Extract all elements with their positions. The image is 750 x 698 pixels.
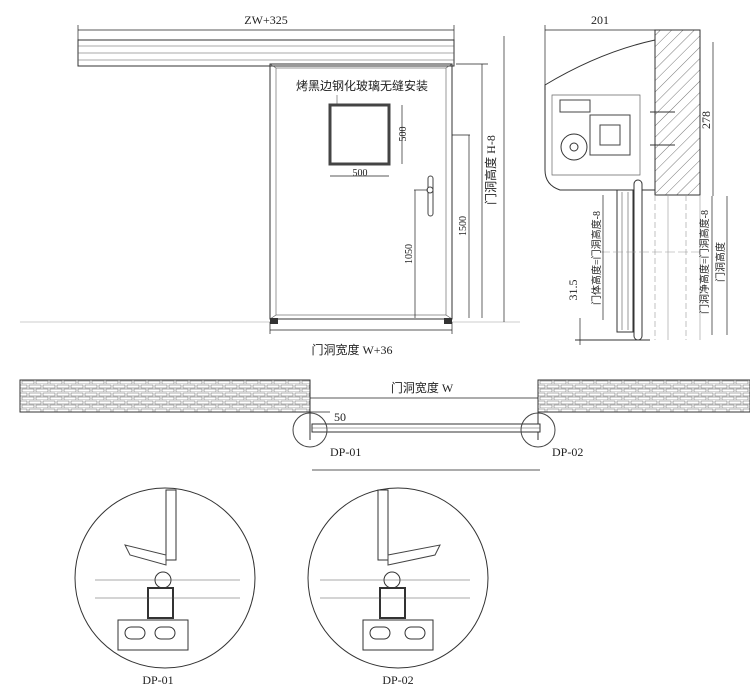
bottom-gap: 31.5 — [566, 280, 580, 301]
bottom-guide-right — [444, 318, 452, 324]
door-body-height: 门体高度=门洞高度-8 — [590, 211, 603, 305]
door-leaf-section — [616, 189, 634, 333]
detail-label-right: DP-02 — [382, 673, 413, 687]
door-leaf — [269, 63, 453, 320]
handle-height: 1050 — [404, 244, 415, 264]
header-height: 278 — [699, 111, 713, 129]
window-height: 500 — [398, 127, 409, 142]
door-height-label: 门洞高度 H-8 — [483, 135, 498, 205]
track-width-label: ZW+325 — [244, 13, 287, 27]
glass-note: 烤黑边钢化玻璃无缝安装 — [296, 78, 428, 93]
door-width-label: 门洞宽度 W+36 — [311, 342, 392, 357]
wall-left — [19, 379, 311, 413]
vision-window — [328, 103, 391, 166]
plan-detail-right[interactable]: DP-02 — [552, 445, 583, 459]
bottom-guide-left — [270, 318, 278, 324]
net-height: 门洞净高度=门洞高度-8 — [698, 210, 711, 314]
header-section: 201 278 门体高度=门洞高度-8 31.5 门洞净高度=门洞高度-8 门洞… — [544, 13, 728, 345]
opening-width: 门洞宽度 W — [391, 380, 454, 395]
detail-dp-01: DP-01 — [74, 487, 256, 687]
detail-circle-right — [520, 412, 556, 448]
window-top-height: 1500 — [458, 216, 469, 236]
plan-view: 门洞宽度 W 50 DP-01 DP-02 — [19, 379, 750, 471]
header-width: 201 — [591, 13, 609, 27]
door-elevation: ZW+325 烤黑边钢化玻璃无缝安装 500 500 1050 1500 门洞高… — [20, 13, 520, 357]
opening-height: 门洞高度 — [714, 242, 727, 282]
plan-detail-left[interactable]: DP-01 — [330, 445, 361, 459]
wall-right — [537, 379, 750, 413]
detail-dp-02: DP-02 — [307, 487, 489, 687]
window-width: 500 — [353, 168, 368, 179]
detail-circle-left — [292, 412, 328, 448]
detail-label-left: DP-01 — [142, 673, 173, 687]
offset-dim: 50 — [334, 410, 346, 424]
door-handle — [427, 175, 434, 217]
